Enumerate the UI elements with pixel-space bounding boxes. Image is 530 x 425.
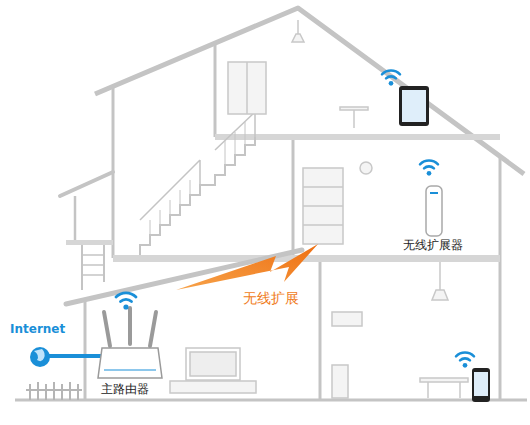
furniture-part xyxy=(303,168,343,244)
router-label: 主路由器 xyxy=(101,382,149,396)
furniture-part xyxy=(459,382,461,398)
furniture-part xyxy=(303,224,343,226)
wireless-bolt xyxy=(176,244,318,290)
wifi-icons-part xyxy=(456,353,474,368)
main-router-part xyxy=(128,308,132,344)
furniture-part xyxy=(228,62,266,114)
furniture-part xyxy=(420,378,468,382)
wireless-extension-label: 无线扩展 xyxy=(243,290,299,307)
internet-connection xyxy=(30,347,102,367)
house-structure-part xyxy=(60,172,113,196)
furniture-part xyxy=(170,381,256,393)
extender-label: 无线扩展器 xyxy=(403,238,463,252)
house-structure-part xyxy=(82,264,104,266)
wireless-extender-part xyxy=(426,186,442,236)
furniture-part xyxy=(439,262,441,290)
furniture-part xyxy=(427,382,429,398)
wifi-icons-part xyxy=(382,71,400,86)
house-structure-part xyxy=(319,262,322,400)
furniture-part xyxy=(303,186,343,188)
furniture-part xyxy=(340,107,368,110)
house-structure-part xyxy=(95,8,524,174)
house-structure-part xyxy=(292,137,295,258)
house-structure-part xyxy=(26,382,82,400)
house-structure-part xyxy=(150,122,245,245)
house-structure-part xyxy=(140,137,255,255)
phone-part xyxy=(472,368,490,402)
house-structure-part xyxy=(82,254,104,256)
furniture-part xyxy=(332,312,362,326)
house-structure-part xyxy=(499,158,502,400)
furniture-part xyxy=(303,205,343,207)
internet-connection-part xyxy=(30,347,50,367)
tablet-part xyxy=(399,86,429,126)
furniture-part xyxy=(190,352,236,376)
house-structure-part xyxy=(15,399,527,402)
furniture-part xyxy=(297,20,299,34)
furniture-part xyxy=(186,348,240,380)
phone xyxy=(472,368,490,402)
furniture-part xyxy=(353,110,355,128)
house-structure-part xyxy=(82,274,104,276)
tablet xyxy=(399,86,429,126)
house-structure-part xyxy=(81,245,83,290)
furniture-part xyxy=(360,162,372,174)
main-router xyxy=(98,308,162,378)
main-router-part xyxy=(104,312,110,346)
furniture-part xyxy=(292,34,304,42)
phone-part xyxy=(474,372,488,396)
main-router-part xyxy=(98,348,162,378)
wireless-extender-part xyxy=(430,192,438,194)
wireless-extender xyxy=(426,186,442,236)
main-router-part xyxy=(104,370,156,371)
house-structure-part xyxy=(214,45,217,137)
house-structure-part xyxy=(140,112,255,220)
tablet-part xyxy=(402,90,426,122)
house-structure xyxy=(15,8,527,400)
wifi-icons xyxy=(116,71,474,368)
house-structure-part xyxy=(66,240,113,245)
main-router-part xyxy=(150,312,156,346)
house-structure-part xyxy=(84,298,87,400)
internet-label: Internet xyxy=(10,322,65,336)
house-structure-part xyxy=(74,196,77,242)
furniture-part xyxy=(432,290,448,300)
house-structure-part xyxy=(103,245,105,282)
house-structure-part xyxy=(215,134,500,140)
furniture xyxy=(170,20,468,398)
furniture-part xyxy=(332,365,348,398)
furniture-part xyxy=(246,62,248,114)
wifi-icons-part xyxy=(116,293,136,310)
internet-connection-part xyxy=(34,349,45,361)
internet-connection-part xyxy=(48,354,102,358)
wifi-icons-part xyxy=(420,161,438,176)
